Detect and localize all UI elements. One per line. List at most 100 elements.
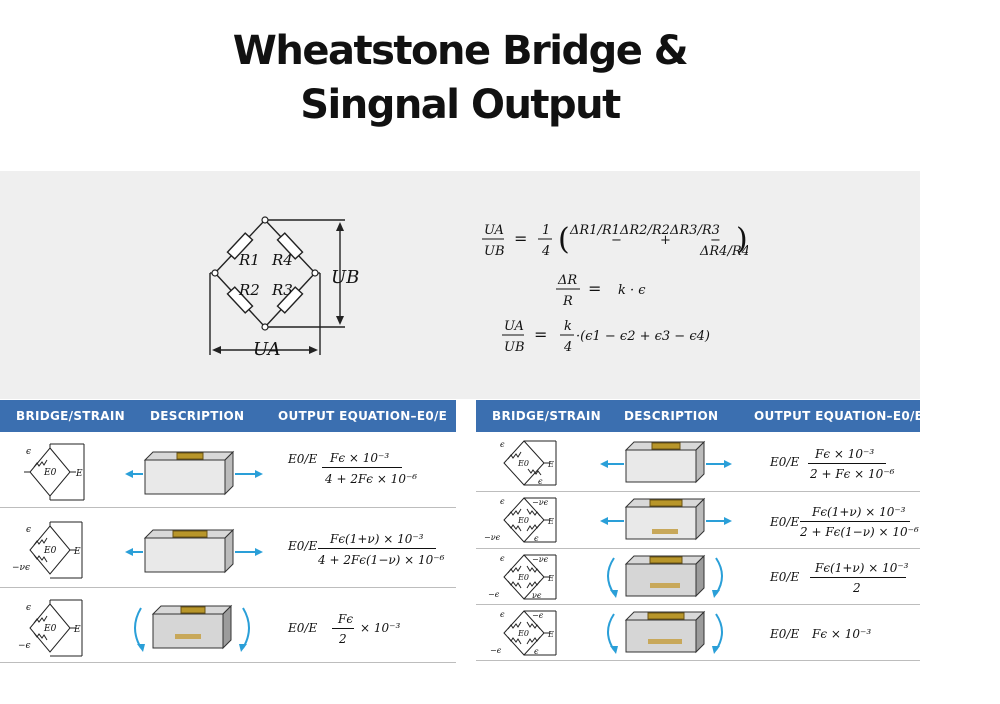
eq-fraction-bar [810, 577, 906, 578]
resistor-r2-label: R2 [238, 281, 260, 299]
eq-lhs: E0/E [770, 455, 800, 469]
f1-term-4: ΔR4/R4 [699, 244, 748, 259]
f1-coef-den: 4 [541, 244, 550, 259]
f3-equals: = [534, 325, 547, 344]
f1-op-3: − [710, 233, 721, 248]
f1-term-2: ΔR2/R2 [619, 223, 670, 238]
negative-strain-label: −ϵ [532, 611, 544, 620]
eq-lhs: E0/E [770, 627, 800, 641]
bridge-diagram: ϵ ϵ E0 E [500, 440, 557, 486]
e0-label: E0 [43, 468, 57, 478]
f3-lhs-den: UB [504, 340, 525, 355]
left-row-divider [0, 587, 456, 588]
eq-lhs: E0/E [770, 570, 800, 584]
left-header-bridge: BRIDGE/STRAIN [16, 409, 126, 423]
eq-numerator: Fϵ [338, 612, 354, 626]
bridge-diagram: ϵ −νϵ E0 E [12, 521, 83, 579]
eq-denominator: 4 + 2Fϵ(1−ν) × 10⁻⁶ [318, 553, 445, 567]
eq-numerator: Fϵ(1+ν) × 10⁻³ [812, 505, 906, 519]
strain-label: ϵ [500, 497, 505, 506]
e0-label: E0 [517, 516, 529, 525]
eq-fraction-bar [800, 521, 910, 522]
bridge-diagram: ϵ −νϵ −ϵ νϵ E0 E [488, 554, 557, 600]
f1-lhs-num: UA [484, 223, 504, 238]
e0-label: E0 [517, 573, 529, 582]
e0-label: E0 [43, 546, 57, 556]
right-header-bridge: BRIDGE/STRAIN [492, 409, 602, 423]
f1-equals: = [514, 229, 527, 248]
f3-lhs-num: UA [504, 319, 524, 334]
left-row-divider [0, 662, 456, 663]
transverse-strain-label: −νϵ [532, 498, 549, 507]
left-row-divider [0, 507, 456, 508]
right-row-divider [476, 491, 920, 492]
f1-op-1: − [611, 233, 622, 248]
eq-denominator: 2 [853, 581, 861, 595]
eq-lhs: E0/E [288, 621, 318, 635]
specimen-block-bending [607, 554, 723, 598]
bridge-diagram: ϵ −ϵ −ϵ ϵ E0 E [490, 610, 557, 656]
bridge-diagram: ϵ E0 E [24, 443, 85, 501]
specimen-block-axial [600, 497, 732, 541]
specimen-block-bending [607, 610, 723, 654]
strain-label: ϵ [500, 610, 505, 619]
eq-fraction-bar [322, 467, 402, 468]
specimen-block-axial [125, 450, 263, 496]
strain-label-2: ϵ [538, 477, 543, 486]
eq-fraction-bar [808, 463, 886, 464]
e-label: E [547, 460, 554, 469]
transverse-strain-label-2: νϵ [532, 591, 542, 600]
right-row-divider [476, 604, 920, 605]
f2-den: R [562, 294, 573, 309]
f3-rhs: ·(ϵ1 − ϵ2 + ϵ3 − ϵ4) [576, 329, 710, 344]
bridge-panel [0, 171, 920, 399]
negative-strain-label: −ϵ [488, 590, 500, 599]
f2-num: ΔR [557, 273, 577, 288]
f1-paren-close: ) [736, 222, 748, 257]
f2-equals: = [588, 279, 601, 298]
transverse-strain-label: −νϵ [532, 555, 549, 564]
strain-label: ϵ [500, 440, 505, 449]
left-header-description: DESCRIPTION [150, 409, 245, 423]
f1-term-3: ΔR3/R3 [669, 223, 720, 238]
resistor-r1-label: R1 [238, 251, 260, 269]
right-row-divider [476, 660, 920, 661]
negative-strain-label: −ϵ [18, 641, 31, 651]
f3-coef-den: 4 [563, 340, 572, 355]
right-header-description: DESCRIPTION [624, 409, 719, 423]
eq-lhs: E0/E [288, 539, 318, 553]
e-label: E [75, 469, 83, 479]
voltage-ua-label: UA [253, 339, 281, 360]
strain-label-2: ϵ [534, 534, 539, 543]
eq-numerator: Fϵ × 10⁻³ [815, 447, 875, 461]
e-label: E [547, 630, 554, 639]
e-label: E [547, 517, 554, 526]
eq-lhs: E0/E [288, 452, 318, 466]
bridge-diagram: ϵ −ϵ E0 E [18, 599, 83, 657]
left-header-output: OUTPUT EQUATION–E0/E [278, 409, 448, 423]
strain-label: ϵ [26, 603, 31, 613]
strain-label-2: ϵ [534, 647, 539, 656]
eq-denominator: 4 + 2Fϵ × 10⁻⁶ [325, 472, 418, 486]
f1-coef-num: 1 [542, 223, 550, 238]
strain-label: ϵ [26, 447, 31, 457]
specimen-block-bending [134, 604, 250, 652]
right-table-header: BRIDGE/STRAIN DESCRIPTION OUTPUT EQUATIO… [476, 400, 924, 432]
resistor-r4-label: R4 [271, 251, 293, 269]
f1-term-1: ΔR1/R1 [569, 223, 620, 238]
f1-lhs-den: UB [484, 244, 505, 259]
strain-label: ϵ [26, 525, 31, 535]
f1-paren-open: ( [558, 222, 570, 257]
resistor-r3-label: R3 [271, 281, 293, 299]
right-row-divider [476, 548, 920, 549]
eq-denominator: 2 + Fϵ(1−ν) × 10⁻⁶ [800, 525, 919, 539]
left-table-header: BRIDGE/STRAIN DESCRIPTION OUTPUT EQUATIO… [0, 400, 456, 432]
right-header-output: OUTPUT EQUATION–E0/E [754, 409, 924, 423]
eq-fraction-bar [332, 628, 354, 629]
strain-label: ϵ [500, 554, 505, 563]
eq-numerator: Fϵ × 10⁻³ [330, 451, 390, 465]
eq-numerator: Fϵ(1+ν) × 10⁻³ [815, 561, 909, 575]
specimen-block-axial [125, 528, 263, 574]
e-label: E [547, 574, 554, 583]
negative-strain-label-2: −ϵ [490, 646, 502, 655]
